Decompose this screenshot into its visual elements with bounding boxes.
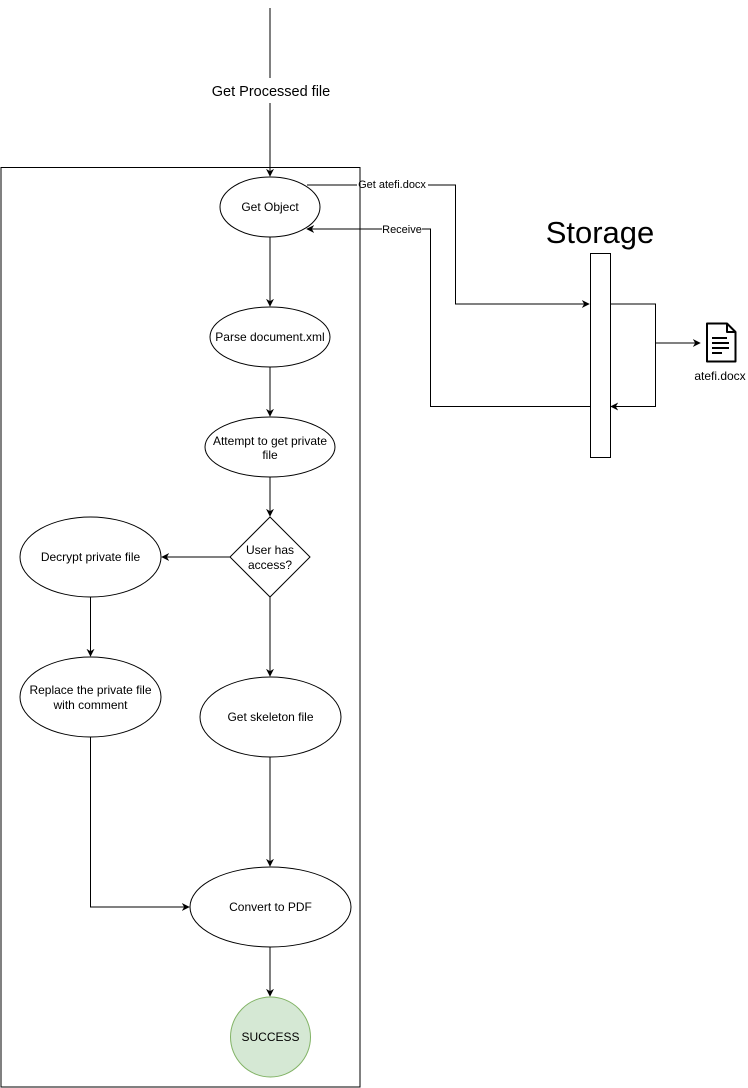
storage-title: Storage [546,215,655,250]
node-attempt-private[interactable]: Attempt to get private file [204,416,336,478]
node-convert-pdf-label: Convert to PDF [229,900,312,914]
edge-get-file[interactable] [307,184,590,308]
storage-bar[interactable] [590,253,611,458]
node-replace-private[interactable]: Replace the private file with comment [19,656,162,738]
document-icon[interactable] [706,322,737,363]
node-replace-private-label-2: with comment [52,698,128,712]
process-container [0,167,361,1088]
node-decrypt-private[interactable]: Decrypt private file [19,516,162,598]
node-attempt-private-label-1: Attempt to get private [213,434,327,448]
node-success-label: SUCCESS [241,1030,299,1044]
node-replace-private-label-1: Replace the private file [29,683,151,697]
file-label: atefi.docx [694,369,745,383]
node-decrypt-private-label: Decrypt private file [41,550,141,564]
node-parse-document[interactable]: Parse document.xml [209,306,331,368]
node-success[interactable]: SUCCESS [230,996,311,1078]
edge-storage-loop[interactable] [610,303,701,411]
node-parse-document-label: Parse document.xml [215,330,324,344]
node-get-object[interactable]: Get Object [219,176,321,238]
entry-label: Get Processed file [212,84,330,100]
edge-receive[interactable] [306,225,590,407]
node-get-object-label: Get Object [241,200,299,214]
node-get-skeleton[interactable]: Get skeleton file [199,676,342,758]
node-user-access-decision[interactable]: User has access? [229,516,311,598]
edge-replace-to-convert[interactable] [90,737,190,911]
edge-label-get-file: Get atefi.docx [358,179,426,191]
edge-label-receive: Receive [382,224,422,236]
node-get-skeleton-label: Get skeleton file [227,710,313,724]
node-convert-pdf[interactable]: Convert to PDF [189,866,352,948]
node-user-access-label-1: User has [246,543,294,557]
node-user-access-label-2: access? [248,558,292,572]
node-attempt-private-label-2: file [262,448,278,462]
